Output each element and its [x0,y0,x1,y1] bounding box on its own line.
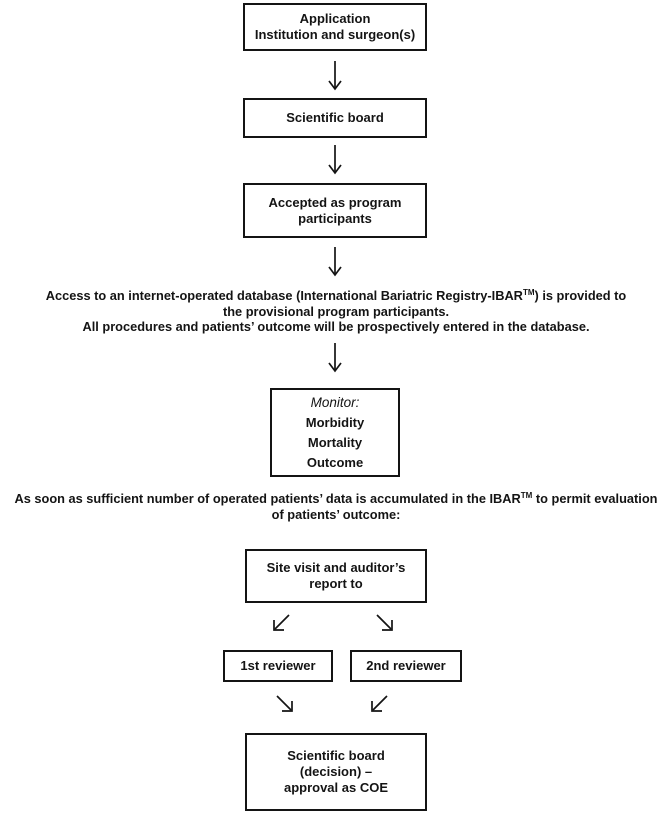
accepted-box-line1: Accepted as program [268,194,402,210]
decision-box: Scientific board (decision) – approval a… [245,733,427,811]
decision-line3: approval as COE [283,780,389,795]
arrow-down-right-icon [276,695,293,712]
arrow-down-right-icon [376,614,393,631]
decision-line1: Scientific board [287,748,385,763]
site-visit-line1: Site visit and auditor’s [266,560,406,575]
decision-line2: (decision) – [299,764,373,779]
second-reviewer-box: 2nd reviewer [350,650,462,682]
trademark-superscript: TM [522,288,535,297]
arrow-down-icon [328,61,342,91]
first-reviewer-label: 1st reviewer [240,658,316,673]
database-access-line3: All procedures and patients’ outcome wil… [82,319,590,334]
arrow-down-icon [328,343,342,373]
trademark-superscript: TM [520,491,533,500]
scientific-board-label: Scientific board [286,110,384,125]
arrow-down-icon [328,145,342,175]
scientific-board-box: Scientific board [243,98,427,138]
application-box: Application Institution and surgeon(s) [243,3,427,51]
database-access-line1: Access to an internet-operated database … [45,288,627,303]
first-reviewer-box: 1st reviewer [223,650,333,682]
evaluation-line1: As soon as sufficient number of operated… [14,491,658,506]
application-box-line2: Institution and surgeon(s) [254,27,416,42]
accepted-box-line2: participants [298,210,372,226]
application-box-line1: Application [299,11,371,26]
monitor-box: Monitor: Morbidity Mortality Outcome [270,388,400,477]
monitor-title: Monitor: [310,394,360,410]
monitor-item-mortality: Mortality [307,434,363,450]
arrow-down-left-icon [273,614,290,631]
evaluation-line2: of patients’ outcome: [271,506,401,522]
database-access-line2: the provisional program participants. [222,303,450,319]
monitor-item-outcome: Outcome [306,454,364,470]
second-reviewer-label: 2nd reviewer [366,658,446,673]
site-visit-line2: report to [309,576,363,591]
monitor-item-morbidity: Morbidity [305,414,365,430]
evaluation-paragraph: As soon as sufficient number of operated… [6,488,666,522]
accepted-participants-box: Accepted as program participants [243,183,427,238]
database-access-paragraph: Access to an internet-operated database … [6,285,666,335]
arrow-down-left-icon [371,695,388,712]
arrow-down-icon [328,247,342,277]
site-visit-box: Site visit and auditor’s report to [245,549,427,603]
